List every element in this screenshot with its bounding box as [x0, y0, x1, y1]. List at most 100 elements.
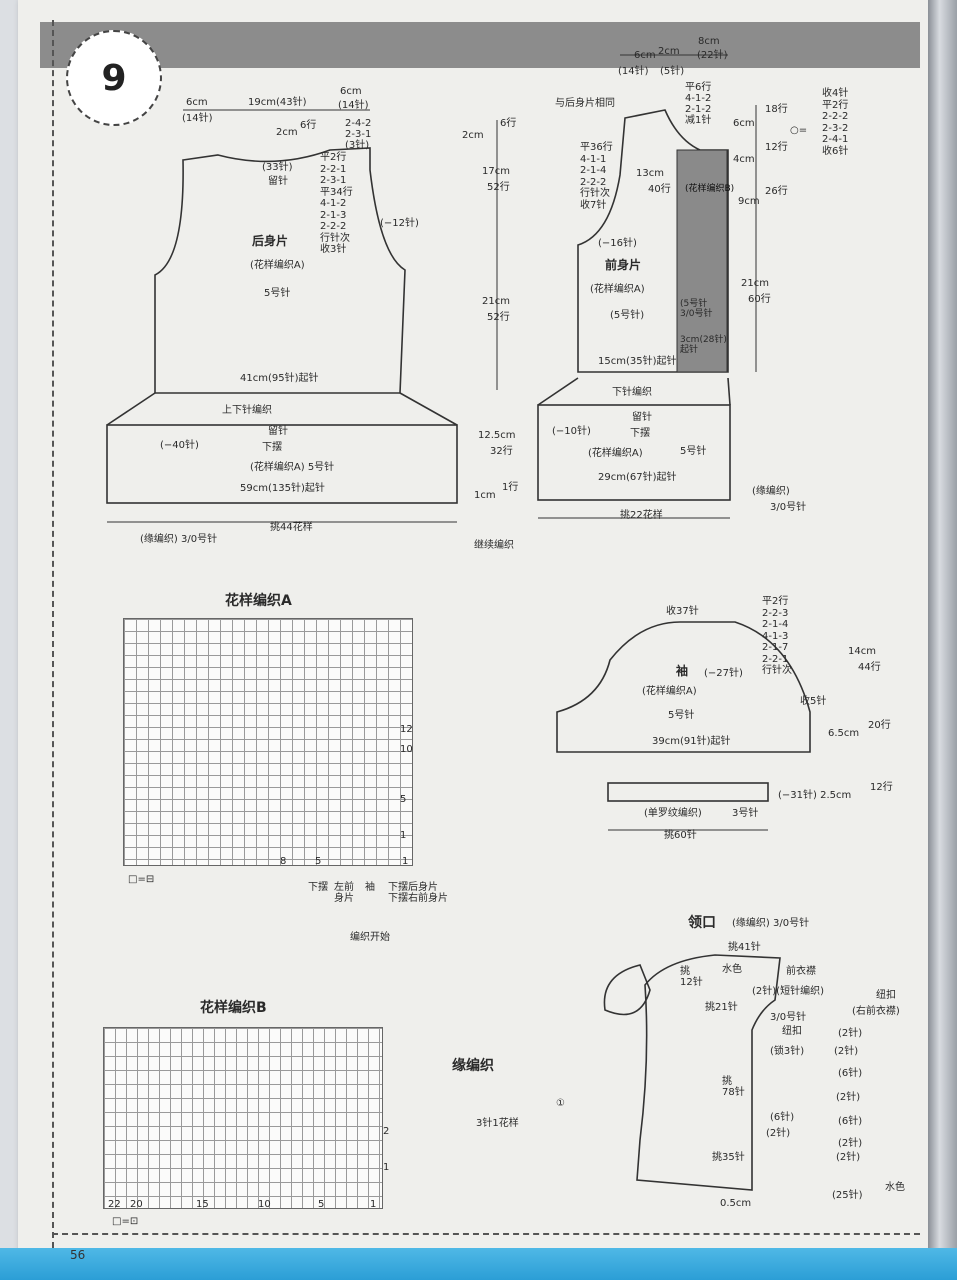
sleeve-bind: 收37针: [666, 606, 699, 617]
pattern-a-row-12: 12: [400, 724, 413, 735]
sleeve-needle: 5号针: [668, 710, 695, 721]
front-h21-rows: 60行: [748, 294, 771, 305]
front-armhole: 平36行 4-1-1 2-1-4 2-2-2 行针次 收7针: [580, 142, 613, 211]
front-h4: 4cm: [733, 154, 755, 165]
front-top-a: 6cm: [634, 50, 656, 61]
sleeve-minus: (−27针): [704, 668, 743, 679]
collar-water: 水色: [722, 964, 742, 975]
skirt-h1: 1cm: [474, 490, 496, 501]
collar-short-row: (2针)(短针编织): [752, 986, 824, 997]
skirt-front-label: 下摆: [630, 428, 650, 439]
front-h6: 6cm: [733, 118, 755, 129]
back-top-left: 6cm: [186, 97, 208, 108]
skirt-back-cast-on: 59cm(135针)起针: [240, 483, 325, 494]
page-number: 56: [70, 1248, 86, 1262]
collar-pick12: 挑 12针: [680, 966, 703, 988]
edging-circle: ①: [556, 1098, 565, 1109]
skirt-back-pattern: (花样编织A) 5号针: [250, 462, 335, 473]
back-top-right-st: (14针): [338, 100, 369, 111]
front-h13-rows: 40行: [648, 184, 671, 195]
skirt-h12-5-rows: 32行: [490, 446, 513, 457]
collar-pick35: 挑35针: [712, 1152, 745, 1163]
skirt-back-hold: 留针: [268, 426, 288, 437]
back-h21: 21cm: [482, 296, 510, 307]
collar-button: 纽扣: [782, 1026, 802, 1037]
dashed-frame-bottom: [52, 1233, 920, 1235]
front-circle-note: 收4针 平2行 2-2-2 2-3-2 2-4-1 收6针: [822, 88, 849, 157]
collar-chain3: (锁3针): [770, 1046, 805, 1057]
front-circle-eq: ○=: [790, 125, 808, 136]
front-h9: 9cm: [738, 196, 760, 207]
skirt-front-pick: 挑22花样: [620, 510, 663, 521]
sleeve-h6-5-rows: 20行: [868, 720, 891, 731]
skirt-front-cast-on: 29cm(67针)起针: [598, 472, 677, 483]
front-h4-rows: 12行: [765, 142, 788, 153]
skirt-front-needle: 5号针: [680, 446, 707, 457]
sleeve-h14: 14cm: [848, 646, 876, 657]
button-title: 纽扣: [876, 990, 896, 1001]
skirt-front-edge-needle: 3/0号针: [770, 502, 807, 513]
skirt-h1-rows: 1行: [502, 482, 519, 493]
front-top-b: 2cm: [658, 46, 680, 57]
front-h9-rows: 26行: [765, 186, 788, 197]
back-pattern: (花样编织A): [250, 260, 305, 271]
pattern-b-col-5: 5: [318, 1199, 325, 1210]
back-top-right: 6cm: [340, 86, 362, 97]
pattern-number: 9: [101, 57, 127, 99]
dashed-frame: [52, 20, 922, 1248]
front-band-needle: (5号针 3/0号针: [680, 299, 713, 319]
pattern-a-title: 花样编织A: [225, 593, 292, 609]
front-armhole-minus: (−16针): [598, 238, 637, 249]
collar-st6: (6针): [770, 1112, 795, 1123]
back-neck-depth: 2cm: [276, 127, 298, 138]
pattern-b-chart: [103, 1027, 383, 1209]
skirt-back-top: 上下针编织: [222, 405, 272, 416]
pattern-a-label-skirt: 下摆: [308, 882, 328, 893]
sleeve-title: 袖: [676, 664, 689, 678]
skirt-back-edge: (缘编织) 3/0号针: [140, 534, 218, 545]
back-top-mid: 19cm(43针): [248, 97, 307, 108]
pattern-b-col-20: 20: [130, 1199, 143, 1210]
front-top-a-st: (14针): [618, 66, 649, 77]
pattern-b-row-2: 2: [383, 1126, 390, 1137]
collar-water2: 水色: [885, 1182, 905, 1193]
front-needle: (5号针): [610, 310, 645, 321]
back-h17: 17cm: [482, 166, 510, 177]
pattern-b-legend: □=⊡: [112, 1216, 139, 1227]
back-cast-on: 41cm(95针)起针: [240, 373, 319, 384]
back-neck-rows: 6行: [300, 120, 317, 131]
button-st-8: (25针): [832, 1190, 863, 1201]
skirt-h12-5: 12.5cm: [478, 430, 516, 441]
skirt-front-hold: 留针: [632, 412, 652, 423]
button-st-5: (6针): [838, 1116, 863, 1127]
pattern-a-chart: [123, 618, 413, 866]
blue-surface: [0, 1248, 957, 1280]
pattern-a-row-10: 10: [400, 744, 413, 755]
sleeve-rib-rows: 12行: [870, 782, 893, 793]
front-band-cast: 3cm(28针) 起针: [680, 335, 727, 355]
front-h6-rows: 18行: [765, 104, 788, 115]
front-pattern: (花样编织A): [590, 284, 645, 295]
pattern-b-col-15: 15: [196, 1199, 209, 1210]
front-same-as-back: 与后身片相同: [555, 98, 615, 109]
back-h17-rows: 52行: [487, 182, 510, 193]
front-cast-on: 15cm(35针)起针: [598, 356, 677, 367]
back-h2: 2cm: [462, 130, 484, 141]
skirt-back-pick: 挑44花样: [270, 522, 313, 533]
skirt-front-minus: (−10针): [552, 426, 591, 437]
back-needle: 5号针: [264, 288, 291, 299]
collar-pick41: 挑41针: [728, 942, 761, 953]
sleeve-bind5: 收5针: [800, 696, 827, 707]
pattern-b-col-1: 1: [370, 1199, 377, 1210]
back-h21-rows: 52行: [487, 312, 510, 323]
button-st-2: (2针): [834, 1046, 859, 1057]
sleeve-pattern: (花样编织A): [642, 686, 697, 697]
skirt-front-edge: (缘编织): [752, 486, 790, 497]
header-band: [40, 22, 920, 68]
pattern-a-col-5: 5: [315, 856, 322, 867]
back-armhole-dec: 平2行 2-2-1 2-3-1 平34行 4-1-2 2-1-3 2-2-2 行…: [320, 152, 353, 255]
button-st-3: (6针): [838, 1068, 863, 1079]
pattern-a-col-1: 1: [402, 856, 409, 867]
pattern-a-legend: □=⊟: [128, 874, 155, 885]
